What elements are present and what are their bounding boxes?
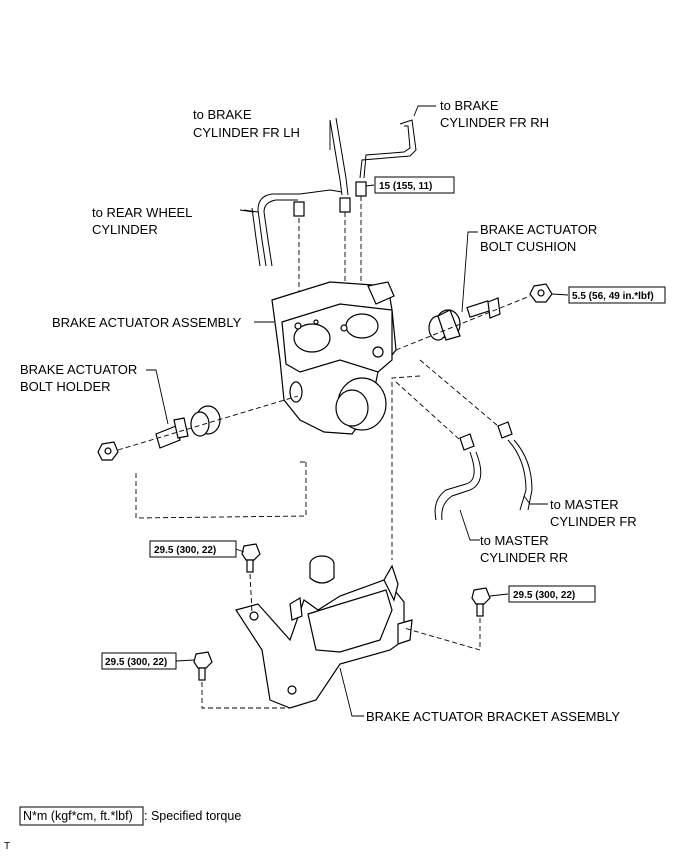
- label-bolt-holder-2: BOLT HOLDER: [20, 379, 111, 394]
- svg-text:29.5 (300, 22): 29.5 (300, 22): [513, 590, 575, 601]
- svg-text:29.5 (300, 22): 29.5 (300, 22): [105, 657, 167, 668]
- corner-mark: T: [4, 841, 10, 852]
- bolt-cushion-right: [428, 309, 461, 341]
- legend-unit-box: [19, 806, 144, 826]
- label-bolt-cushion-1: BRAKE ACTUATOR: [480, 222, 597, 237]
- label-to-brake-cyl-fr-lh-1: to BRAKE: [193, 107, 252, 122]
- bolt-holder-left: [155, 417, 189, 449]
- torque-box-bracket-bolt-right: 29.5 (300, 22): [508, 585, 596, 603]
- torque-box-bracket-bolt-upper-left: 29.5 (300, 22): [149, 540, 237, 558]
- svg-text:15 (155, 11): 15 (155, 11): [379, 181, 432, 192]
- label-to-master-cyl-fr-2: CYLINDER FR: [550, 514, 637, 529]
- label-bolt-holder-1: BRAKE ACTUATOR: [20, 362, 137, 377]
- svg-text:29.5 (300, 22): 29.5 (300, 22): [154, 545, 216, 556]
- nut-right: [529, 283, 553, 303]
- label-to-master-cyl-fr-1: to MASTER: [550, 497, 619, 512]
- legend-description: : Specified torque: [144, 809, 241, 823]
- bracket-bolt-right: [471, 587, 491, 617]
- torque-box-cushion-nut: 5.5 (56, 49 in.*lbf): [568, 286, 666, 304]
- label-brake-actuator-assembly: BRAKE ACTUATOR ASSEMBLY: [52, 315, 242, 330]
- bolt-cushion-left: [190, 405, 221, 437]
- torque-box-bracket-bolt-lower-left: 29.5 (300, 22): [101, 652, 177, 670]
- bolt-right: [466, 297, 501, 319]
- bracket-bolt-upper-left: [241, 543, 261, 573]
- brake-actuator-assembly: [271, 281, 397, 435]
- label-to-master-cyl-rr-2: CYLINDER RR: [480, 550, 568, 565]
- leader-lines: [146, 105, 569, 717]
- label-to-brake-cyl-fr-rh-2: CYLINDER FR RH: [440, 115, 549, 130]
- master-cylinder-tubes: [434, 421, 533, 521]
- legend: N*m (kgf*cm, ft.*lbf) : Specified torque: [19, 806, 241, 826]
- svg-text:5.5 (56, 49 in.*lbf): 5.5 (56, 49 in.*lbf): [572, 291, 654, 302]
- legend-unit-text: N*m (kgf*cm, ft.*lbf): [23, 809, 133, 823]
- label-to-master-cyl-rr-1: to MASTER: [480, 533, 549, 548]
- torque-box-tube-nut: 15 (155, 11): [374, 176, 455, 194]
- bracket-bolt-lower-left: [193, 651, 213, 681]
- brake-actuator-bracket-assembly: [235, 564, 413, 709]
- label-bolt-cushion-2: BOLT CUSHION: [480, 239, 576, 254]
- label-to-brake-cyl-fr-lh-2: CYLINDER FR LH: [193, 125, 300, 140]
- nut-left: [97, 441, 119, 461]
- label-to-rear-wheel-cyl-1: to REAR WHEEL: [92, 205, 192, 220]
- spacer-cushion-center: [309, 555, 335, 584]
- label-to-brake-cyl-fr-rh-1: to BRAKE: [440, 98, 499, 113]
- label-to-rear-wheel-cyl-2: CYLINDER: [92, 222, 158, 237]
- label-bracket-assembly: BRAKE ACTUATOR BRACKET ASSEMBLY: [366, 709, 620, 724]
